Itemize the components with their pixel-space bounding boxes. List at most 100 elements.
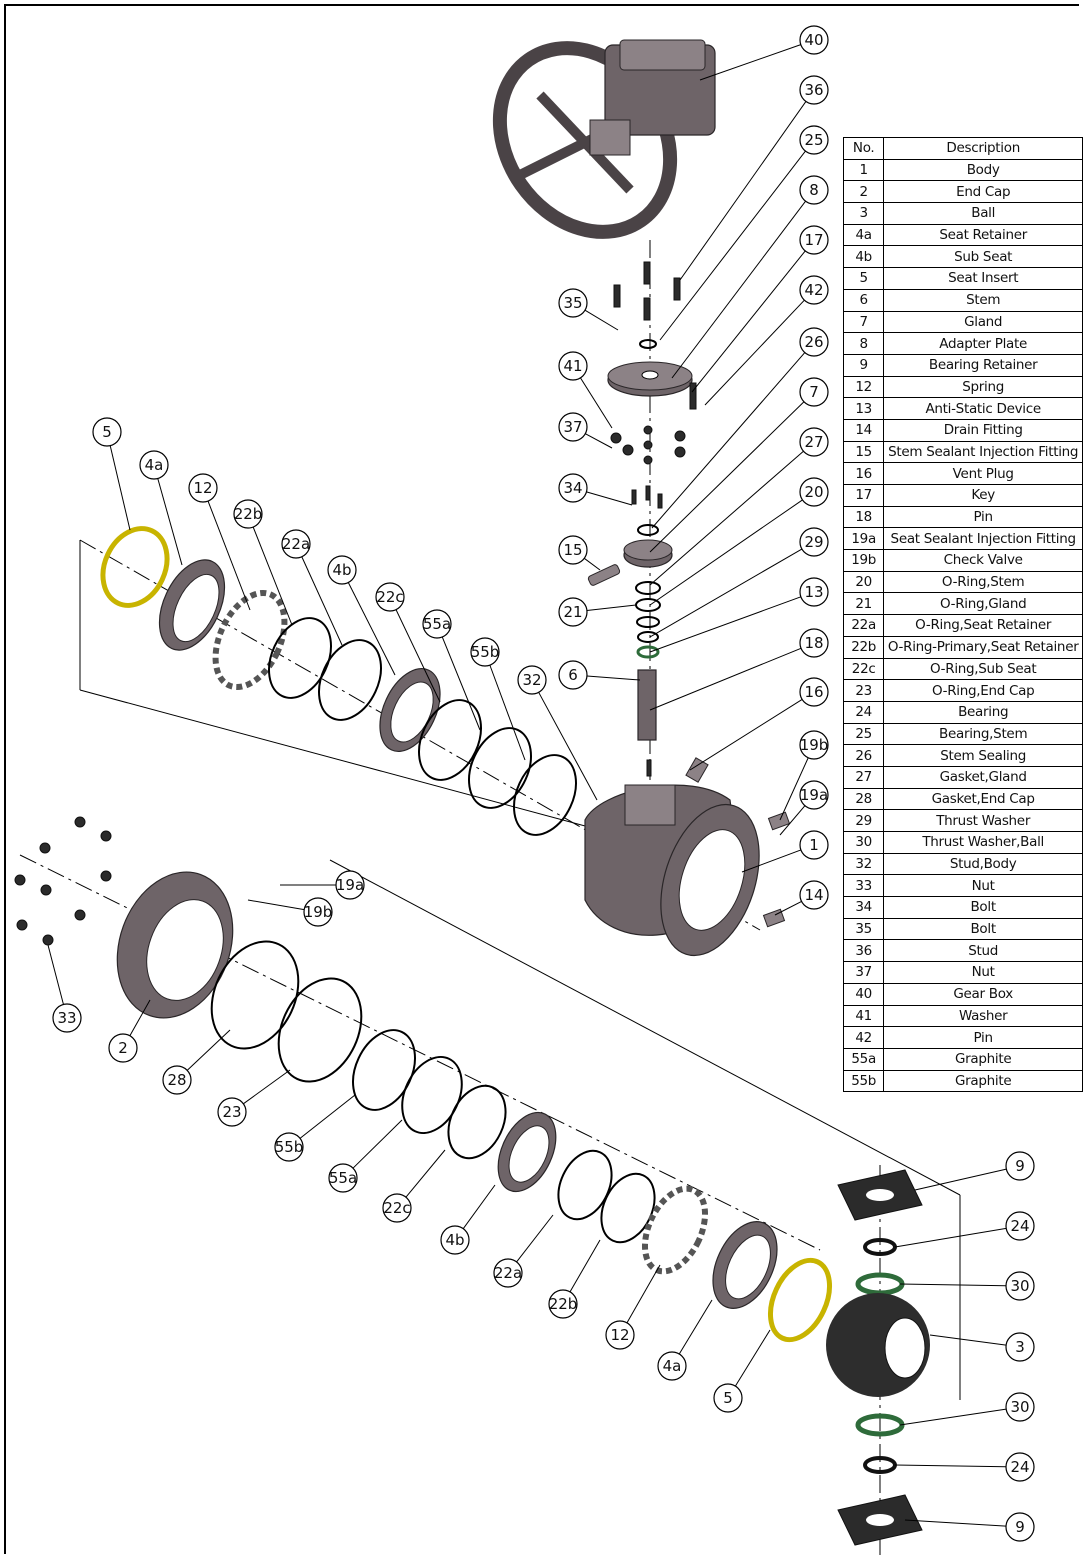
part-number: 8: [842, 332, 885, 355]
callout-leader: [626, 1264, 661, 1324]
callout-label: 12: [610, 1326, 629, 1344]
callout-circle: [799, 75, 829, 105]
part-number: 6: [842, 288, 885, 312]
stem-components: [587, 261, 697, 777]
callout-leader: [584, 309, 619, 331]
callout-leader: [489, 664, 526, 761]
callout-label: 1: [809, 836, 819, 854]
callout-label: 41: [563, 357, 582, 375]
callout-label: 5: [102, 423, 112, 441]
callout-circle: [799, 577, 829, 607]
callout-label: 24: [1010, 1458, 1029, 1476]
callout-circle: [799, 477, 829, 507]
callout-leader: [583, 557, 601, 571]
part-number: 20: [842, 570, 885, 594]
callout-bubble: 16: [799, 677, 829, 707]
callout-circle: [799, 730, 829, 760]
callout-leader: [252, 526, 293, 626]
callout-circle: [799, 175, 829, 205]
callout-circle: [52, 1003, 82, 1033]
part-number: 36: [842, 939, 885, 963]
callout-bubble: 8: [799, 175, 829, 205]
part-description: Nut: [883, 874, 1083, 898]
callout-circle: [799, 677, 829, 707]
callout-circle: [327, 555, 357, 585]
callout-bubble: 3: [1005, 1332, 1035, 1362]
callout-bubble: 30: [1005, 1271, 1035, 1301]
part-number: 9: [842, 353, 885, 377]
part-number: 15: [842, 440, 885, 464]
callout-label: 33: [57, 1009, 76, 1027]
callout-circle: [799, 225, 829, 255]
callout-bubble: 4b: [440, 1225, 470, 1255]
callout-label: 32: [522, 671, 541, 689]
part-description: Bolt: [883, 917, 1083, 941]
callout-circle: [1005, 1452, 1035, 1482]
callout-leader: [586, 604, 637, 611]
callout-bubble: 22a: [493, 1258, 523, 1288]
callout-label: 42: [804, 281, 823, 299]
callout-bubble: 25: [799, 125, 829, 155]
part-number: 40: [842, 982, 885, 1006]
callout-label: 4a: [663, 1357, 682, 1375]
callout-label: 55b: [471, 643, 500, 661]
callout-bubble: 12: [605, 1320, 635, 1350]
lower-axis-parts: [14, 816, 833, 1343]
callout-label: 26: [804, 333, 823, 351]
gear-box: [492, 39, 716, 239]
part-description: Stem Sealing: [883, 744, 1083, 767]
callout-circle: [328, 1163, 358, 1193]
callout-leader: [741, 849, 802, 873]
part-number: 23: [842, 679, 885, 702]
part-description: Pin: [883, 1026, 1083, 1049]
callout-circle: [335, 870, 365, 900]
callout-bubble: 24: [1005, 1452, 1035, 1482]
callout-label: 37: [563, 418, 582, 436]
leader-lines: [47, 44, 1007, 1527]
callout-leader: [186, 1029, 231, 1071]
drawing-frame: [4, 4, 1079, 1554]
part-description: Stud: [883, 939, 1083, 963]
callout-label: 27: [804, 433, 823, 451]
callout-bubble: 9: [1005, 1151, 1035, 1181]
callout-leader: [462, 1184, 496, 1229]
part-number: 19a: [842, 527, 885, 551]
part-description: Seat Retainer: [883, 223, 1083, 247]
callout-bubble: 22b: [548, 1289, 578, 1319]
part-number: 19b: [842, 549, 885, 572]
callout-label: 24: [1010, 1217, 1029, 1235]
callout-bubble: 21: [558, 597, 588, 627]
callout-circle: [799, 780, 829, 810]
callout-label: 16: [804, 683, 823, 701]
callout-bubble: 55a: [422, 609, 452, 639]
callout-label: 36: [804, 81, 823, 99]
callout-bubble: 26: [799, 327, 829, 357]
callout-circle: [108, 1033, 138, 1063]
part-number: 29: [842, 809, 885, 832]
part-description: Key: [883, 484, 1083, 507]
callout-leader: [671, 200, 806, 379]
part-number: 14: [842, 418, 885, 442]
callout-circle: [558, 351, 588, 381]
callout-label: 2: [118, 1039, 128, 1057]
callout-leader: [649, 647, 802, 711]
callout-circle: [1005, 1151, 1035, 1181]
callout-label: 22a: [494, 1264, 522, 1282]
callout-circle: [657, 1351, 687, 1381]
part-description: O-Ring,End Cap: [883, 679, 1083, 702]
part-number: 22a: [842, 614, 885, 637]
callout-circle: [274, 1132, 304, 1162]
part-number: 33: [842, 874, 885, 898]
callout-bubble: 4b: [327, 555, 357, 585]
callout-bubble: 27: [799, 427, 829, 457]
callout-label: 22b: [234, 505, 263, 523]
